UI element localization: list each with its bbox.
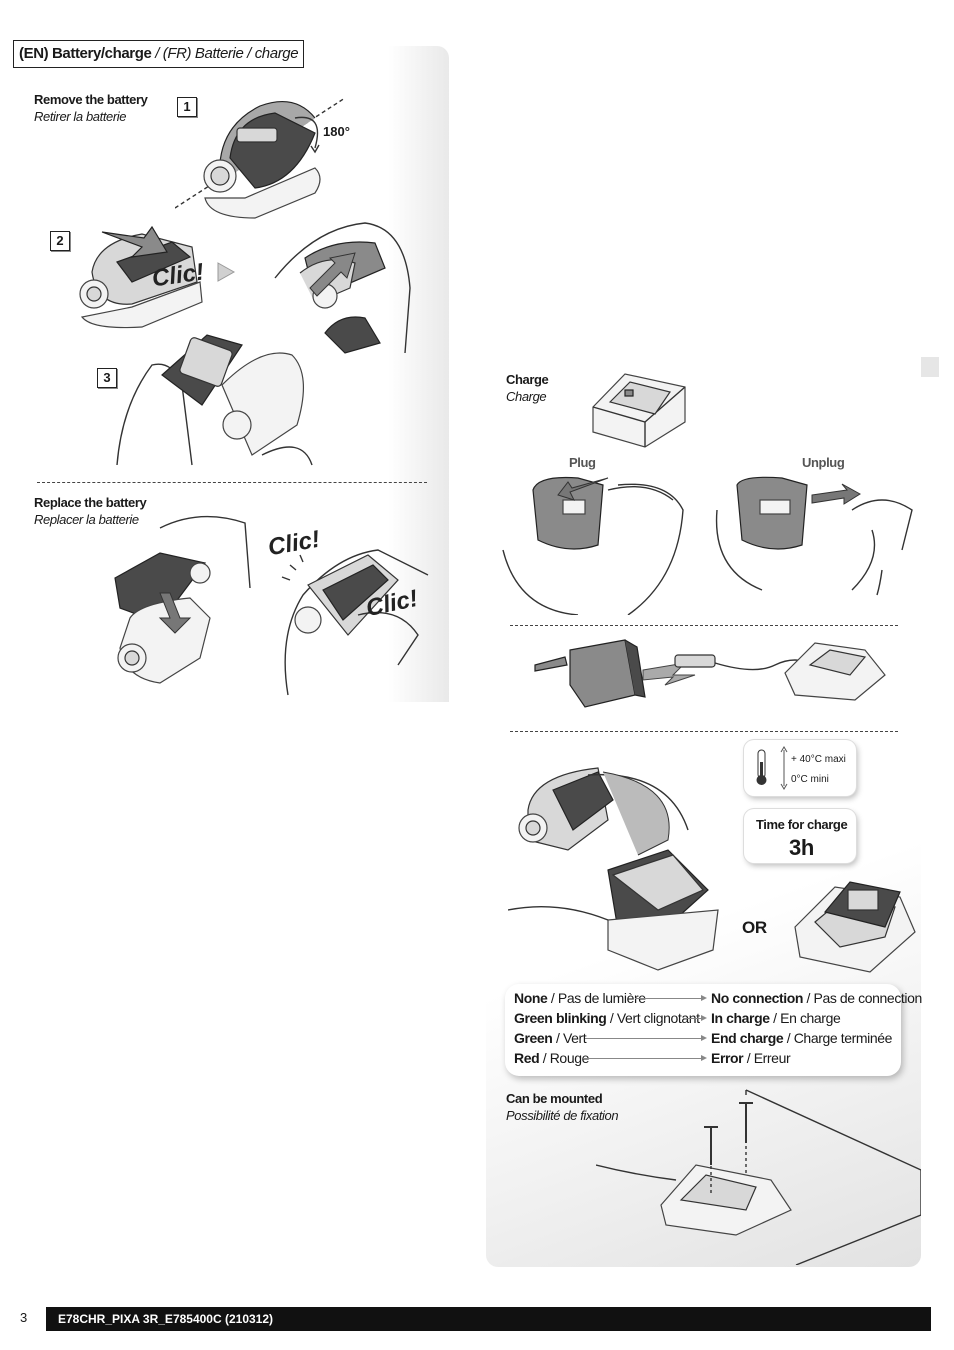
led-status-table: None / Pas de lumière No connection / Pa… [505,984,922,1076]
state-error: Error [711,1050,744,1066]
status-arrow-3 [585,1035,707,1041]
status-row-4-led: Red / Rouge [514,1050,589,1066]
hand-pull-battery-illustration [274,222,411,354]
status-arrow-1 [635,995,707,1001]
state-in-charge-fr: / En charge [769,1010,841,1026]
battery-on-dock-illustration [794,881,916,973]
led-green-fr: / Vert [552,1030,587,1046]
temperature-range-arrow-icon [780,746,788,790]
page-number: 3 [20,1310,28,1325]
lamp-on-dock-illustration [508,767,719,971]
status-row-2-state: In charge / En charge [711,1010,841,1026]
led-none: None [514,990,548,1006]
step-3-illustration [116,334,313,466]
status-arrow-2 [683,1015,707,1021]
replace-battery-illustration [114,515,251,684]
footer-bar: E78CHR_PIXA 3R_E785400C (210312) [46,1307,931,1331]
remove-label-en: Remove the battery [34,92,148,107]
state-end-charge-fr: / Charge terminée [783,1030,893,1046]
step-2-illustration [79,225,203,329]
temperature-max: + 40°C maxi [791,754,846,765]
charging-base-illustration [592,373,686,448]
section-title-en: (EN) Battery/charge [19,45,152,62]
step-3-badge: 3 [97,368,117,388]
next-step-arrow-icon [217,262,236,282]
replace-label-en: Replace the battery [34,495,147,510]
plug-illustration [502,476,684,615]
led-green-blinking: Green blinking [514,1010,607,1026]
charge-label-fr: Charge [506,389,547,404]
state-end-charge: End charge [711,1030,784,1046]
charger-adapter-illustration [534,639,886,708]
led-none-fr: / Pas de lumière [547,990,646,1006]
charge-label-en: Charge [506,372,549,387]
charge-time-label: Time for charge [756,817,848,832]
status-row-1-led: None / Pas de lumière [514,990,646,1006]
unplug-label: Unplug [802,455,845,470]
mount-label-fr: Possibilité de fixation [506,1108,619,1123]
led-red: Red [514,1050,540,1066]
charge-divider-2 [510,731,898,732]
status-row-2-led: Green blinking / Vert clignotant [514,1010,700,1026]
or-label: OR [742,918,767,937]
step-1-illustration [175,97,346,219]
temperature-bubble: + 40°C maxi 0°C mini [744,740,856,796]
led-green-blinking-fr: / Vert clignotant [606,1010,700,1026]
battery-click-in-illustration [281,549,429,696]
right-panel-edge [921,357,939,377]
status-row-3-led: Green / Vert [514,1030,587,1046]
state-error-fr: / Erreur [743,1050,791,1066]
mount-label-en: Can be mounted [506,1091,603,1106]
plug-label: Plug [569,455,596,470]
step-2-badge: 2 [50,231,70,251]
status-arrow-4 [583,1055,707,1061]
replace-label-fr: Replacer la batterie [34,512,139,527]
unplug-illustration [715,476,913,596]
led-red-fr: / Rouge [539,1050,590,1066]
state-no-connection: No connection [711,990,804,1006]
thermometer-icon [756,749,767,785]
rotation-angle: 180° [323,124,350,139]
wall-mount-illustration [596,1089,921,1265]
charge-divider-1 [510,625,898,626]
charge-time-value: 3h [789,835,814,860]
step-1-badge: 1 [177,97,197,117]
section-title: (EN) Battery/charge / (FR) Batterie / ch… [13,40,305,68]
charge-time-bubble: Time for charge 3h [744,809,856,863]
left-divider [37,482,427,483]
section-title-fr: / (FR) Batterie / charge [151,45,299,62]
status-row-4-state: Error / Erreur [711,1050,791,1066]
state-in-charge: In charge [711,1010,770,1026]
state-no-connection-fr: / Pas de connection [803,990,923,1006]
remove-label-fr: Retirer la batterie [34,109,127,124]
led-green: Green [514,1030,553,1046]
temperature-min: 0°C mini [791,774,829,785]
status-row-1-state: No connection / Pas de connection [711,990,922,1006]
status-row-3-state: End charge / Charge terminée [711,1030,892,1046]
